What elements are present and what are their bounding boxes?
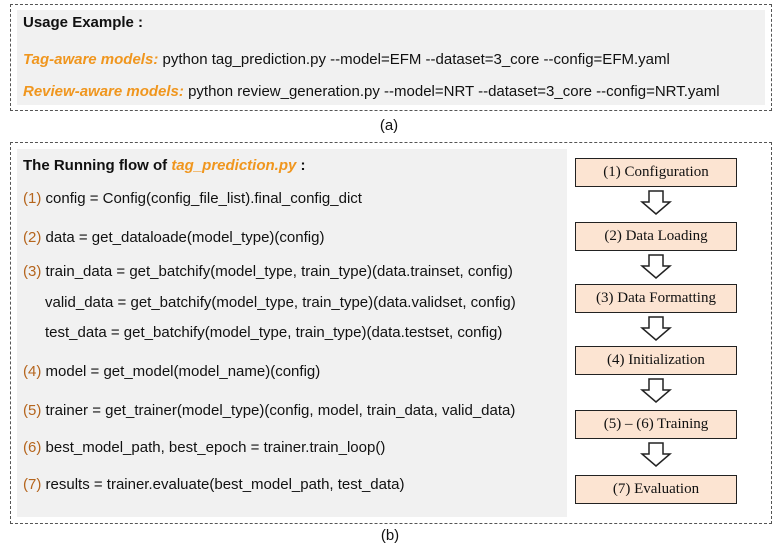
running-flow-title-suffix: : (296, 157, 306, 174)
down-arrow-icon (640, 190, 672, 215)
code-line-text: valid_data = get_batchify(model_type, tr… (45, 294, 516, 311)
code-line-text: train_data = get_batchify(model_type, tr… (41, 263, 513, 280)
code-line-number: (5) (23, 402, 42, 419)
flow-step-initialization: (4) Initialization (575, 346, 737, 375)
down-arrow-icon (640, 442, 672, 467)
code-line-3c: test_data = get_batchify(model_type, tra… (45, 324, 502, 341)
code-line-text: results = trainer.evaluate(best_model_pa… (41, 476, 405, 493)
running-flow-title: The Running flow of tag_prediction.py : (23, 157, 306, 174)
code-line-text: trainer = get_trainer(model_type)(config… (41, 402, 516, 419)
code-line-text: config = Config(config_file_list).final_… (41, 190, 362, 207)
code-line-5: (5) trainer = get_trainer(model_type)(co… (23, 402, 515, 419)
code-line-number: (7) (23, 476, 42, 493)
usage-example-background (17, 10, 765, 105)
code-line-3b: valid_data = get_batchify(model_type, tr… (45, 294, 516, 311)
code-line-text: data = get_dataloade(model_type)(config) (41, 229, 325, 246)
running-flow-code-background (17, 149, 567, 517)
code-line-number: (2) (23, 229, 42, 246)
code-line-2: (2) data = get_dataloade(model_type)(con… (23, 229, 324, 246)
down-arrow-icon (640, 316, 672, 341)
code-line-4: (4) model = get_model(model_name)(config… (23, 363, 320, 380)
code-line-7: (7) results = trainer.evaluate(best_mode… (23, 476, 404, 493)
running-flow-title-file: tag_prediction.py (171, 157, 297, 174)
code-line-number: (6) (23, 439, 42, 456)
down-arrow-icon (640, 378, 672, 403)
usage-command-tag-aware: python tag_prediction.py --model=EFM --d… (158, 51, 670, 68)
code-line-number: (1) (23, 190, 42, 207)
code-line-text: model = get_model(model_name)(config) (41, 363, 321, 380)
code-line-1: (1) config = Config(config_file_list).fi… (23, 190, 362, 207)
code-line-number: (3) (23, 263, 42, 280)
flow-step-configuration: (1) Configuration (575, 158, 737, 187)
flow-step-data-loading: (2) Data Loading (575, 222, 737, 251)
usage-line-review-aware: Review-aware models: python review_gener… (23, 83, 720, 100)
flow-step-training: (5) – (6) Training (575, 410, 737, 439)
usage-example-title: Usage Example : (23, 14, 144, 31)
caption-b: (b) (380, 527, 400, 544)
usage-label-tag-aware: Tag-aware models: (23, 51, 159, 68)
code-line-number: (4) (23, 363, 42, 380)
usage-label-review-aware: Review-aware models: (23, 83, 184, 100)
flow-step-evaluation: (7) Evaluation (575, 475, 737, 504)
down-arrow-icon (640, 254, 672, 279)
usage-example-panel: Usage Example : Tag-aware models: python… (10, 4, 772, 111)
running-flow-title-prefix: The Running flow of (23, 157, 172, 174)
code-line-text: best_model_path, best_epoch = trainer.tr… (41, 439, 386, 456)
code-line-6: (6) best_model_path, best_epoch = traine… (23, 439, 385, 456)
usage-line-tag-aware: Tag-aware models: python tag_prediction.… (23, 51, 670, 68)
usage-command-review-aware: python review_generation.py --model=NRT … (183, 83, 720, 100)
caption-a: (a) (379, 117, 399, 134)
running-flow-panel: The Running flow of tag_prediction.py : … (10, 142, 772, 524)
code-line-3: (3) train_data = get_batchify(model_type… (23, 263, 513, 280)
flow-step-data-formatting: (3) Data Formatting (575, 284, 737, 313)
code-line-text: test_data = get_batchify(model_type, tra… (45, 324, 503, 341)
